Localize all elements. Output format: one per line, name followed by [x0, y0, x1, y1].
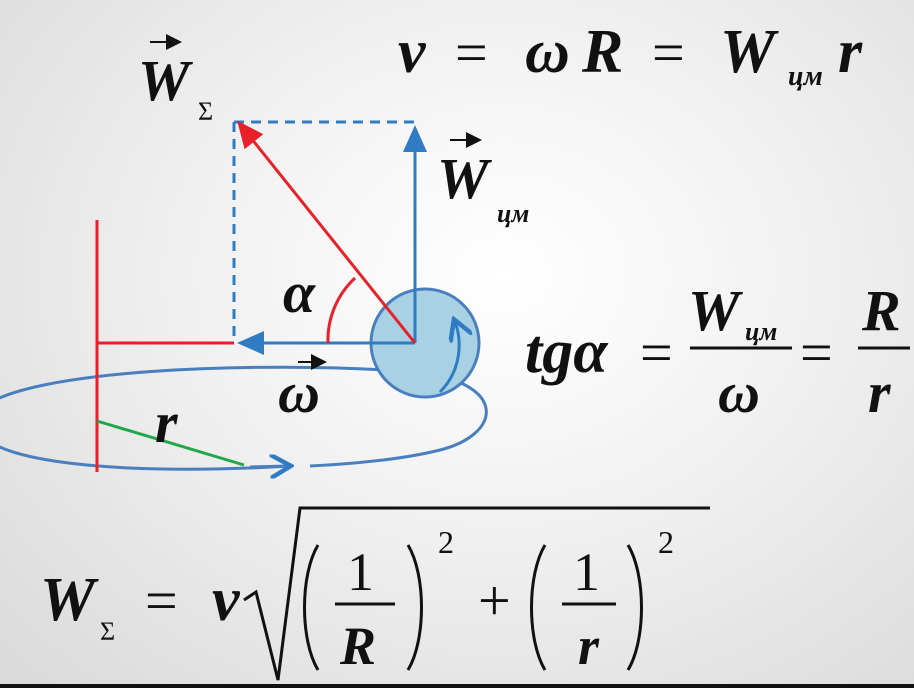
svg-text:+: +: [478, 568, 511, 633]
sqrt-sign: [243, 506, 710, 681]
svg-text:W: W: [720, 18, 779, 86]
w-sigma-label: W: [138, 48, 193, 113]
svg-text:Σ: Σ: [100, 617, 115, 646]
alpha-arc: [326, 276, 357, 344]
svg-text:R: R: [861, 278, 901, 343]
svg-text:r: r: [868, 360, 891, 425]
svg-text:ω: ω: [718, 360, 760, 425]
svg-text:=: =: [455, 20, 488, 85]
w-sigma-vector: [237, 120, 417, 344]
svg-text:v: v: [398, 18, 427, 86]
w-cm-sub: цм: [497, 199, 529, 228]
total-acceleration-formula: W Σ = v 1 R 2 + 1 r 2: [40, 506, 710, 681]
svg-text:2: 2: [438, 524, 454, 560]
svg-text:=: =: [652, 20, 685, 85]
spin-arrow: [438, 322, 459, 394]
svg-text:tgα: tgα: [525, 318, 609, 386]
svg-text:=: =: [145, 568, 178, 633]
bottom-border: [0, 684, 914, 688]
svg-text:цм: цм: [745, 317, 777, 346]
svg-text:W: W: [688, 278, 743, 343]
radius-line: [96, 419, 245, 467]
svg-text:=: =: [800, 320, 833, 385]
svg-text:1: 1: [573, 542, 600, 602]
svg-text:v: v: [212, 566, 241, 634]
r-label: r: [155, 390, 178, 455]
svg-text:2: 2: [658, 524, 674, 560]
svg-text:1: 1: [347, 542, 374, 602]
svg-text:ω: ω: [525, 18, 570, 86]
w-sigma-sub: Σ: [198, 97, 213, 126]
omega-label: ω: [278, 360, 320, 425]
svg-text:R: R: [339, 616, 376, 676]
svg-text:цм: цм: [788, 61, 823, 92]
orbit-arrow: [249, 466, 288, 467]
svg-text:r: r: [838, 18, 863, 86]
speed-formula: v = ω R = W цм r: [398, 18, 863, 92]
w-cm-label: W: [437, 146, 492, 211]
svg-text:r: r: [578, 616, 600, 676]
svg-text:=: =: [640, 320, 673, 385]
alpha-label: α: [283, 260, 316, 325]
svg-text:R: R: [581, 18, 623, 86]
svg-text:W: W: [40, 566, 99, 634]
tangent-formula: tgα = W цм ω = R r: [525, 278, 910, 425]
